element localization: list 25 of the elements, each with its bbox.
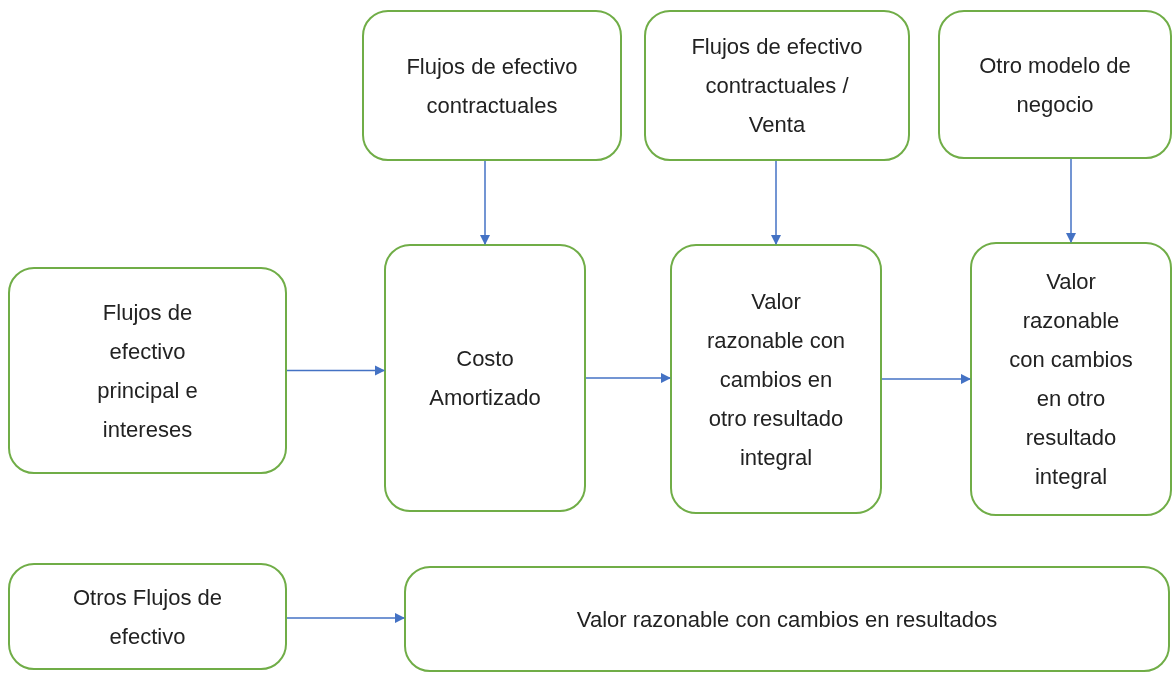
rounded-box <box>670 244 882 514</box>
rounded-box <box>8 267 287 474</box>
rounded-box <box>362 10 622 161</box>
box-label: Flujos de efectivo contractuales / Venta <box>690 33 864 139</box>
box-label: Flujos de efectivo principal e intereses <box>96 298 199 444</box>
arrow <box>585 372 672 384</box>
arrow <box>286 365 386 376</box>
box-label: Valor razonable con cambios en otro resultado integral <box>1008 268 1134 491</box>
arrow <box>479 160 491 246</box>
rounded-box <box>384 244 586 512</box>
box-label: Valor razonable con cambios en resultados <box>576 605 998 634</box>
arrow <box>1065 158 1077 244</box>
rounded-box <box>8 563 287 670</box>
arrow <box>770 160 782 246</box>
box-label: Otros Flujos de efectivo <box>71 583 224 651</box>
box-label: Flujos de efectivo contractuales <box>405 52 579 120</box>
rounded-box <box>404 566 1170 672</box>
box-label: Otro modelo de negocio <box>978 51 1132 119</box>
box-label: Costo Amortizado <box>428 345 542 412</box>
rounded-box <box>970 242 1172 516</box>
box-label: Valor razonable con cambios en otro resultado integral <box>705 287 847 472</box>
rounded-box <box>644 10 910 161</box>
arrow <box>881 373 972 385</box>
arrow <box>286 612 406 624</box>
rounded-box <box>938 10 1172 159</box>
